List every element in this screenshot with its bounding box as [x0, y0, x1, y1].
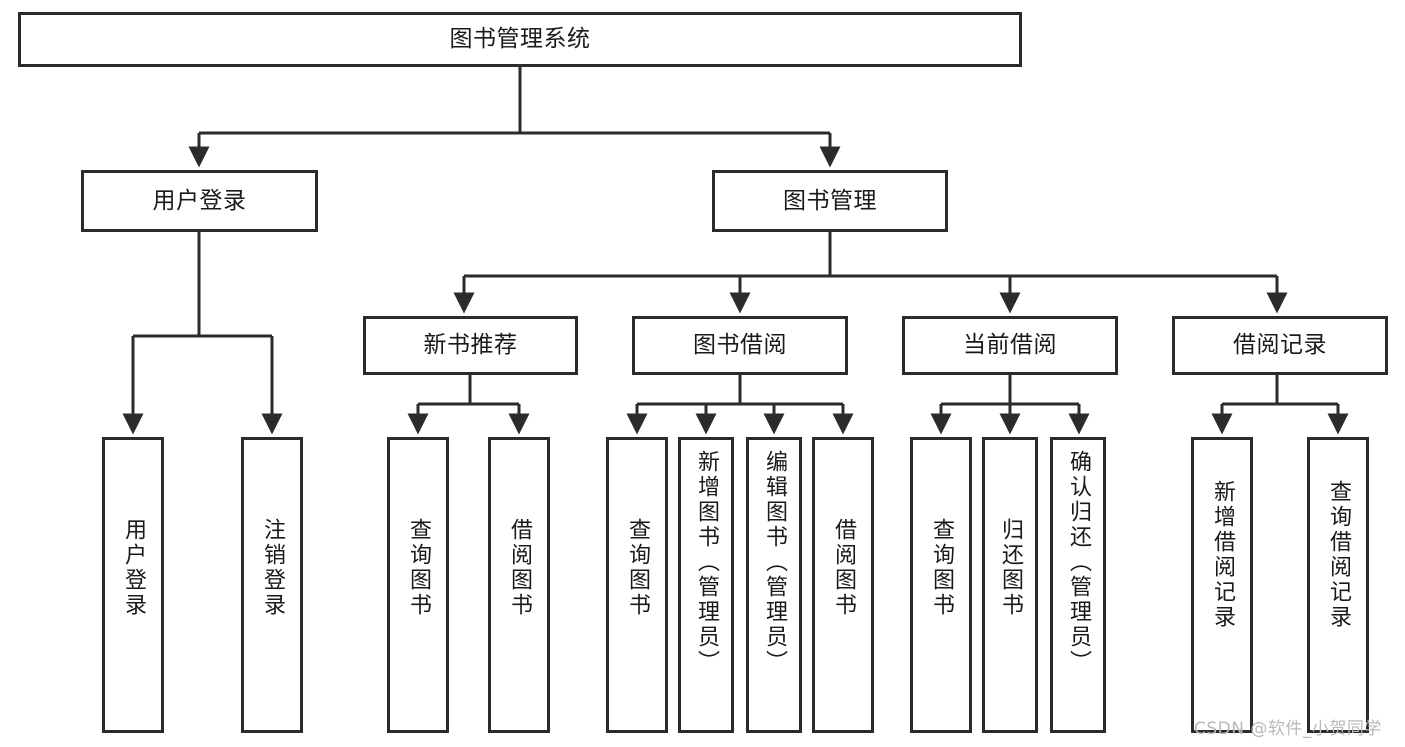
leaf-add-book-label: 新增图书（管理员） — [694, 450, 719, 675]
leaf-query-book-2-label: 查询图书 — [625, 518, 650, 618]
node-book-manage-label: 图书管理 — [783, 187, 877, 214]
leaf-borrow-book-1[interactable]: 借阅图书 — [488, 437, 550, 733]
leaf-query-record[interactable]: 查询借阅记录 — [1307, 437, 1369, 733]
node-root[interactable]: 图书管理系统 — [18, 12, 1022, 67]
node-root-label: 图书管理系统 — [449, 26, 591, 53]
leaf-add-record[interactable]: 新增借阅记录 — [1191, 437, 1253, 733]
node-book-borrow[interactable]: 图书借阅 — [632, 316, 848, 375]
leaf-edit-book[interactable]: 编辑图书（管理员） — [746, 437, 802, 733]
node-borrow-record[interactable]: 借阅记录 — [1172, 316, 1388, 375]
leaf-borrow-book-1-label: 借阅图书 — [507, 518, 532, 618]
node-current-borrow-label: 当前借阅 — [963, 332, 1057, 359]
leaf-edit-book-label: 编辑图书（管理员） — [762, 450, 787, 675]
leaf-confirm-return-label: 确认归还（管理员） — [1066, 450, 1091, 675]
leaf-query-book-1[interactable]: 查询图书 — [387, 437, 449, 733]
leaf-add-book[interactable]: 新增图书（管理员） — [678, 437, 734, 733]
leaf-return-book-label: 归还图书 — [998, 518, 1023, 618]
leaf-borrow-book-2-label: 借阅图书 — [831, 518, 856, 618]
node-borrow-record-label: 借阅记录 — [1233, 332, 1327, 359]
leaf-add-record-label: 新增借阅记录 — [1210, 480, 1235, 630]
node-new-book-recommend-label: 新书推荐 — [423, 332, 518, 359]
node-current-borrow[interactable]: 当前借阅 — [902, 316, 1118, 375]
leaf-user-login-label: 用户登录 — [121, 518, 146, 618]
node-user-login[interactable]: 用户登录 — [81, 170, 318, 232]
leaf-query-book-2[interactable]: 查询图书 — [606, 437, 668, 733]
leaf-user-login[interactable]: 用户登录 — [102, 437, 164, 733]
node-new-book-recommend[interactable]: 新书推荐 — [363, 316, 578, 375]
leaf-query-record-label: 查询借阅记录 — [1326, 480, 1351, 630]
leaf-user-logout-label: 注销登录 — [260, 518, 285, 618]
leaf-borrow-book-2[interactable]: 借阅图书 — [812, 437, 874, 733]
leaf-confirm-return[interactable]: 确认归还（管理员） — [1050, 437, 1106, 733]
leaf-query-book-1-label: 查询图书 — [406, 518, 431, 618]
node-book-manage[interactable]: 图书管理 — [712, 170, 948, 232]
leaf-return-book[interactable]: 归还图书 — [982, 437, 1038, 733]
node-book-borrow-label: 图书借阅 — [693, 332, 787, 359]
leaf-query-book-3-label: 查询图书 — [929, 518, 954, 618]
leaf-user-logout[interactable]: 注销登录 — [241, 437, 303, 733]
leaf-query-book-3[interactable]: 查询图书 — [910, 437, 972, 733]
node-user-login-label: 用户登录 — [152, 187, 247, 214]
